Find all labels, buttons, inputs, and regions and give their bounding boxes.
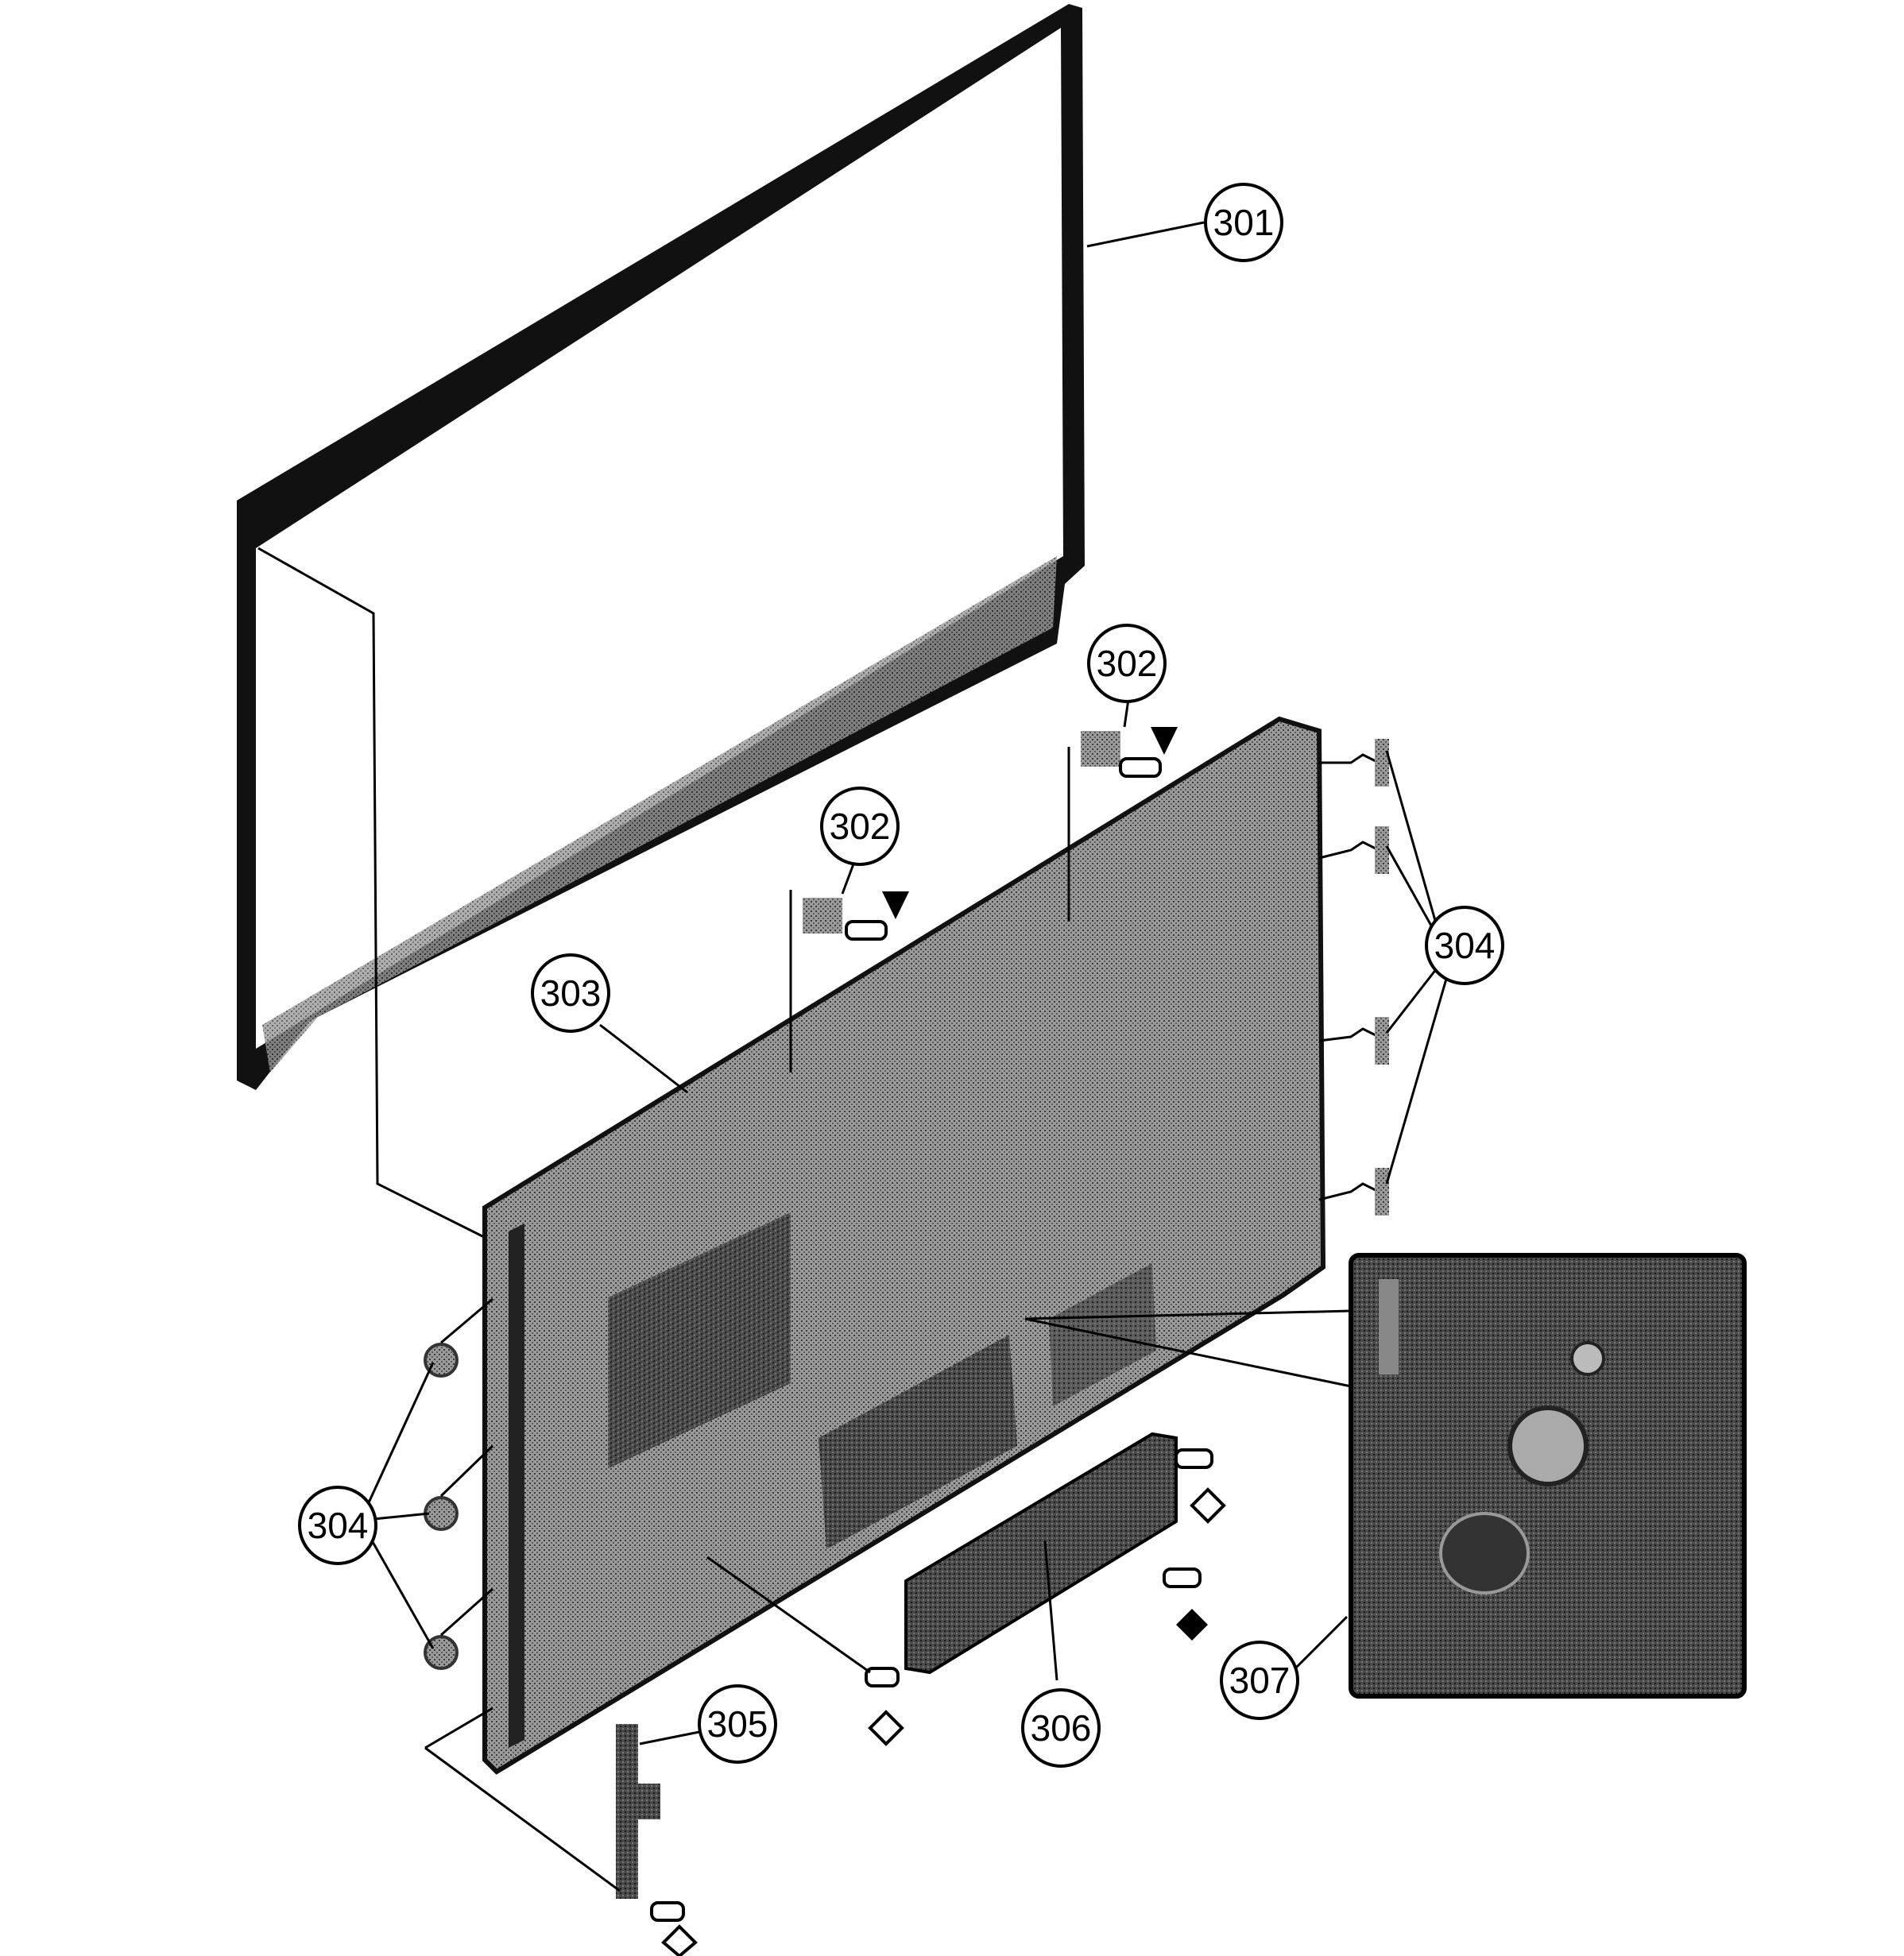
callout-label-302-left: 302	[830, 806, 891, 847]
leader-307	[1294, 1615, 1349, 1670]
callout-302-left: 302	[820, 787, 900, 866]
triangle-down-icon	[1151, 727, 1178, 755]
screw	[865, 1667, 900, 1687]
rear-panel	[482, 716, 1326, 1775]
callout-307: 307	[1220, 1641, 1299, 1720]
callout-label-302-right: 302	[1097, 643, 1158, 684]
callout-301: 301	[1204, 183, 1283, 262]
detail-inset	[1349, 1253, 1747, 1699]
triangle-down-icon	[882, 891, 909, 919]
bezel-guide-line	[257, 547, 490, 1241]
callout-label-301: 301	[1213, 202, 1275, 243]
front-bezel	[237, 4, 1085, 1090]
callout-label-304-right: 304	[1434, 925, 1496, 966]
detail-leader-top	[1024, 1309, 1352, 1320]
callout-label-305: 305	[707, 1703, 768, 1745]
callout-306: 306	[1021, 1688, 1101, 1768]
detail-leader-bottom	[1024, 1317, 1352, 1388]
callout-label-306: 306	[1031, 1707, 1092, 1749]
callout-302-right: 302	[1087, 624, 1167, 703]
callout-303: 303	[531, 953, 610, 1033]
callout-label-304-left: 304	[308, 1505, 369, 1546]
top-brackets-302	[789, 698, 1162, 1073]
callout-label-303: 303	[540, 972, 602, 1014]
filled-diamond-icon	[1176, 1609, 1208, 1641]
callout-304-left: 304	[298, 1486, 377, 1565]
leader-303	[599, 1023, 688, 1094]
leader-301	[1086, 221, 1205, 248]
board-306	[904, 1432, 1213, 1681]
callout-label-307: 307	[1229, 1660, 1291, 1701]
hollow-diamond-icon	[868, 1710, 904, 1746]
callout-304-right: 304	[1425, 906, 1504, 985]
hollow-diamond-icon	[661, 1924, 698, 1956]
callout-305: 305	[698, 1684, 777, 1764]
hollow-diamond-icon	[1190, 1487, 1226, 1524]
left-clip-fasteners	[364, 1297, 494, 1670]
leader-bottom-screw	[706, 1556, 871, 1674]
right-clip-fasteners	[1318, 739, 1452, 1216]
bracket-305	[424, 1707, 700, 1922]
